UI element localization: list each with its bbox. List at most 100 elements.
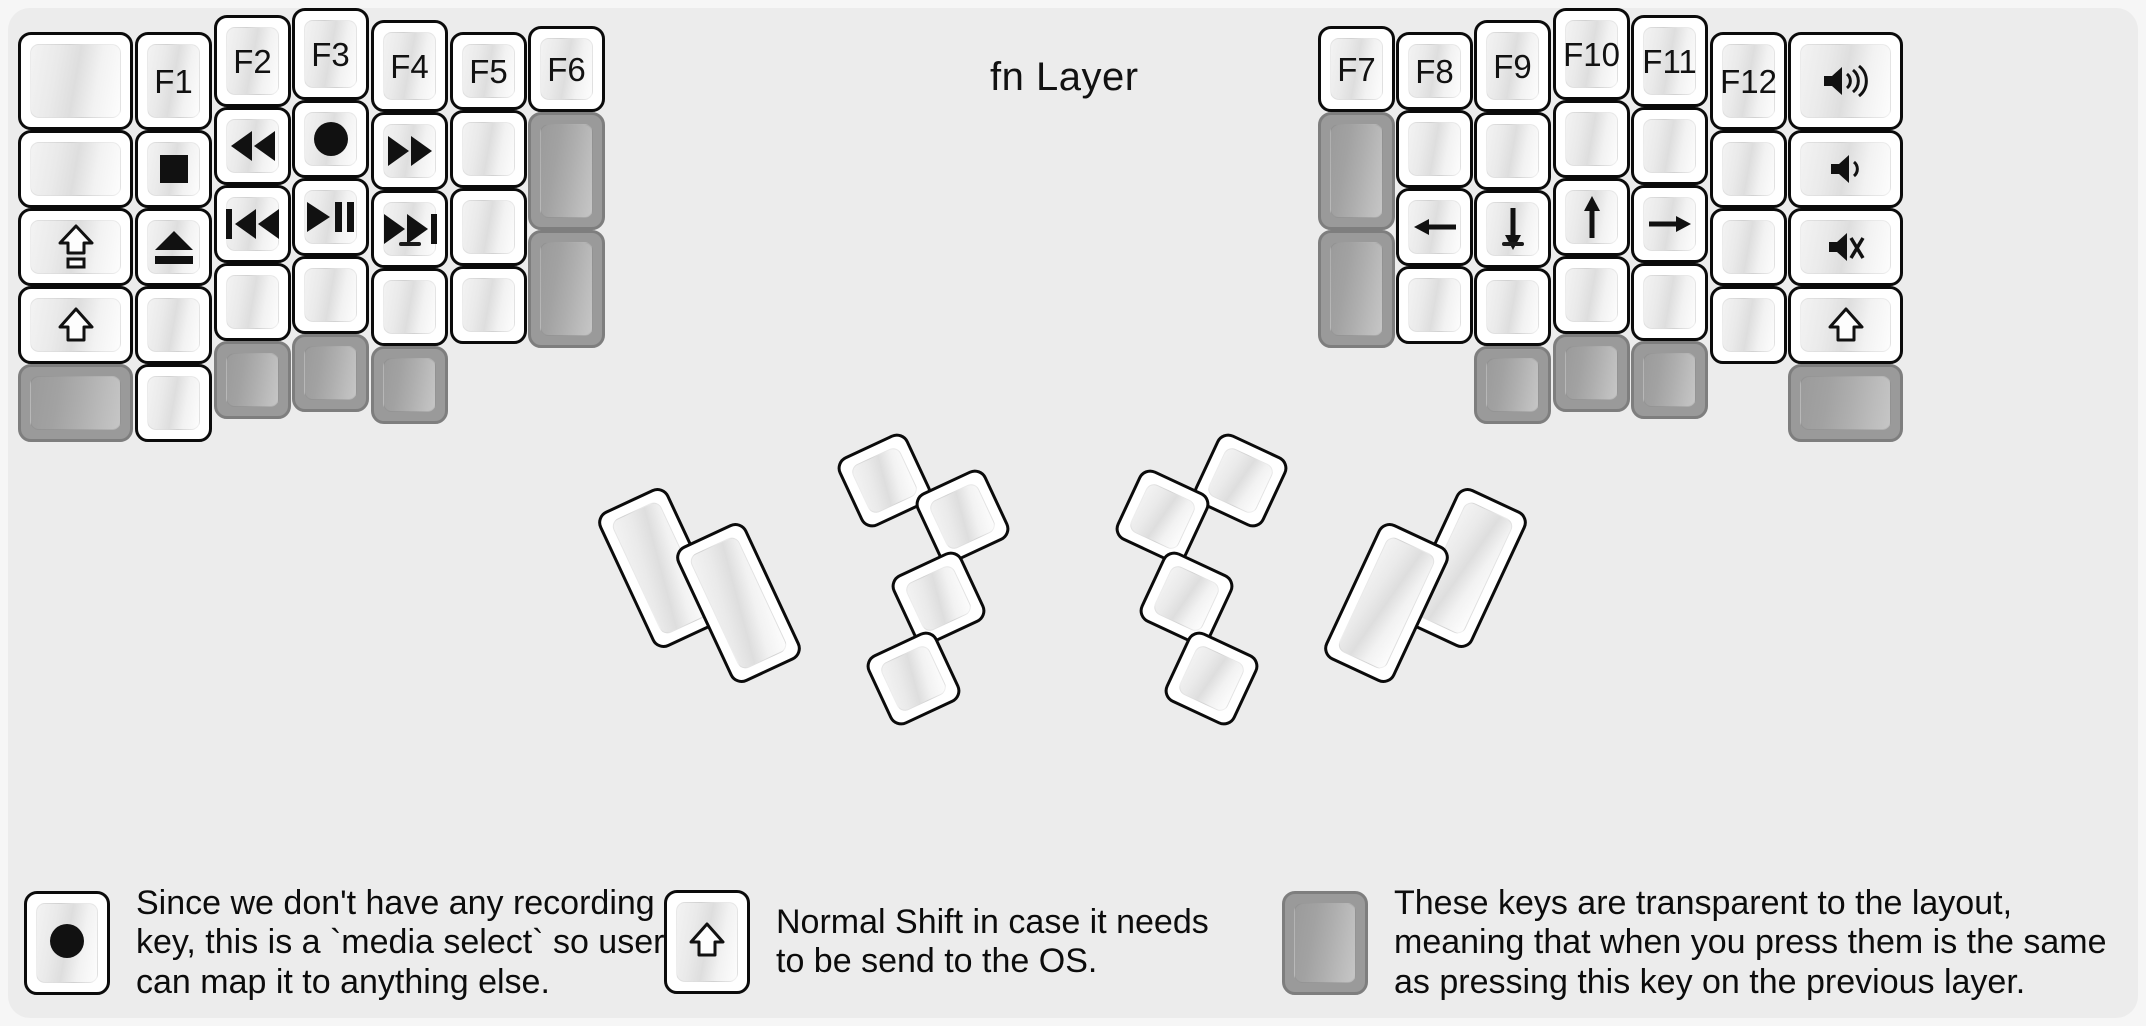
key-f1[interactable]: F1 [135, 32, 212, 130]
legend-item-shift: Normal Shift in case it needs to be send… [664, 890, 1209, 994]
key-blank-2[interactable] [18, 130, 133, 208]
key-cap [1643, 275, 1696, 329]
key-media-rewind[interactable] [214, 107, 291, 185]
key-cap [304, 268, 357, 322]
key-blank-4[interactable] [135, 364, 212, 442]
media-record-icon [47, 921, 87, 966]
key-transparent-1[interactable] [18, 364, 133, 442]
key-cap [226, 27, 279, 95]
key-blank-10[interactable] [450, 266, 527, 344]
key-volume-down[interactable] [1788, 130, 1903, 208]
key-cap [1643, 119, 1696, 173]
key-volume-up[interactable] [1788, 32, 1903, 130]
key-cap [1722, 142, 1775, 196]
key-cap [383, 358, 436, 412]
key-transparent-4[interactable] [371, 346, 448, 424]
key-cap [1722, 44, 1775, 118]
key-transparent-12[interactable] [1788, 364, 1903, 442]
key-blank-9[interactable] [450, 188, 527, 266]
key-blank-16[interactable] [1553, 256, 1630, 334]
key-cap [1565, 20, 1618, 88]
key-blank-3[interactable] [135, 286, 212, 364]
key-transparent-3[interactable] [292, 334, 369, 412]
key-blank-11[interactable] [1396, 110, 1473, 188]
key-cap [30, 44, 121, 118]
key-transparent-9[interactable] [1474, 346, 1551, 424]
key-cap [30, 142, 121, 196]
key-cap [1486, 32, 1539, 100]
key-cap [540, 242, 593, 336]
key-blank-13[interactable] [1474, 112, 1551, 190]
key-blank-6[interactable] [292, 256, 369, 334]
key-f7[interactable]: F7 [1318, 26, 1395, 112]
home-row-nub [398, 242, 421, 246]
key-transparent-6[interactable] [528, 230, 605, 348]
key-cap [1565, 346, 1618, 400]
key-media-next-track[interactable] [371, 190, 448, 268]
key-cap [1408, 122, 1461, 176]
key-caps-lock[interactable] [18, 208, 133, 286]
key-blank-17[interactable] [1631, 107, 1708, 185]
key-transparent-11[interactable] [1631, 341, 1708, 419]
key-f2[interactable]: F2 [214, 15, 291, 107]
key-transparent-7[interactable] [1318, 112, 1395, 230]
key-cap [147, 44, 200, 118]
legend-item-record: Since we don't have any recording key, t… [24, 884, 664, 1002]
key-f3[interactable]: F3 [292, 8, 369, 100]
key-cap [1486, 358, 1539, 412]
key-cap [304, 346, 357, 400]
key-cap [1330, 38, 1383, 100]
key-blank-19[interactable] [1710, 130, 1787, 208]
key-arrow-up[interactable] [1553, 178, 1630, 256]
key-cap [1722, 298, 1775, 352]
key-cap [1330, 242, 1383, 336]
key-media-fast-forward[interactable] [371, 112, 448, 190]
key-cap [1643, 353, 1696, 407]
key-transparent-10[interactable] [1553, 334, 1630, 412]
key-cap [383, 280, 436, 334]
key-cap [226, 275, 279, 329]
legend-text: These keys are transparent to the layout… [1394, 884, 2107, 1001]
key-cap [1486, 280, 1539, 334]
key-cap [30, 298, 121, 352]
key-cap [147, 298, 200, 352]
key-cap [462, 200, 515, 254]
key-blank-15[interactable] [1553, 100, 1630, 178]
page-title: fn Layer [990, 55, 1139, 99]
key-blank-8[interactable] [450, 110, 527, 188]
key-cap [304, 20, 357, 88]
legend-item-transparent: These keys are transparent to the layout… [1282, 884, 2107, 1002]
legend-key-sample [24, 891, 110, 996]
key-blank-7[interactable] [371, 268, 448, 346]
key-arrow-down[interactable] [1474, 190, 1551, 268]
key-shift-right[interactable] [1788, 286, 1903, 364]
key-cap [540, 124, 593, 218]
key-blank-20[interactable] [1710, 208, 1787, 286]
key-cap [1408, 44, 1461, 98]
legend-key-sample [664, 890, 750, 994]
legend-text: Since we don't have any recording key, t… [136, 884, 665, 1001]
key-blank-5[interactable] [214, 263, 291, 341]
key-blank-18[interactable] [1631, 263, 1708, 341]
legend-key-sample [1282, 891, 1368, 996]
key-cap [1722, 220, 1775, 274]
key-cap [226, 353, 279, 407]
key-volume-mute[interactable] [1788, 208, 1903, 286]
key-blank-12[interactable] [1396, 266, 1473, 344]
key-cap [1643, 27, 1696, 95]
shift-arrow-icon [688, 921, 726, 964]
key-transparent-8[interactable] [1318, 230, 1395, 348]
key-cap [462, 44, 515, 98]
key-blank-1[interactable] [18, 32, 133, 130]
key-blank-21[interactable] [1710, 286, 1787, 364]
key-cap [462, 278, 515, 332]
key-transparent-5[interactable] [528, 112, 605, 230]
key-cap [383, 32, 436, 100]
key-cap [1565, 112, 1618, 166]
key-blank-14[interactable] [1474, 268, 1551, 346]
key-cap [540, 38, 593, 100]
key-transparent-2[interactable] [214, 341, 291, 419]
key-cap [1294, 903, 1356, 984]
